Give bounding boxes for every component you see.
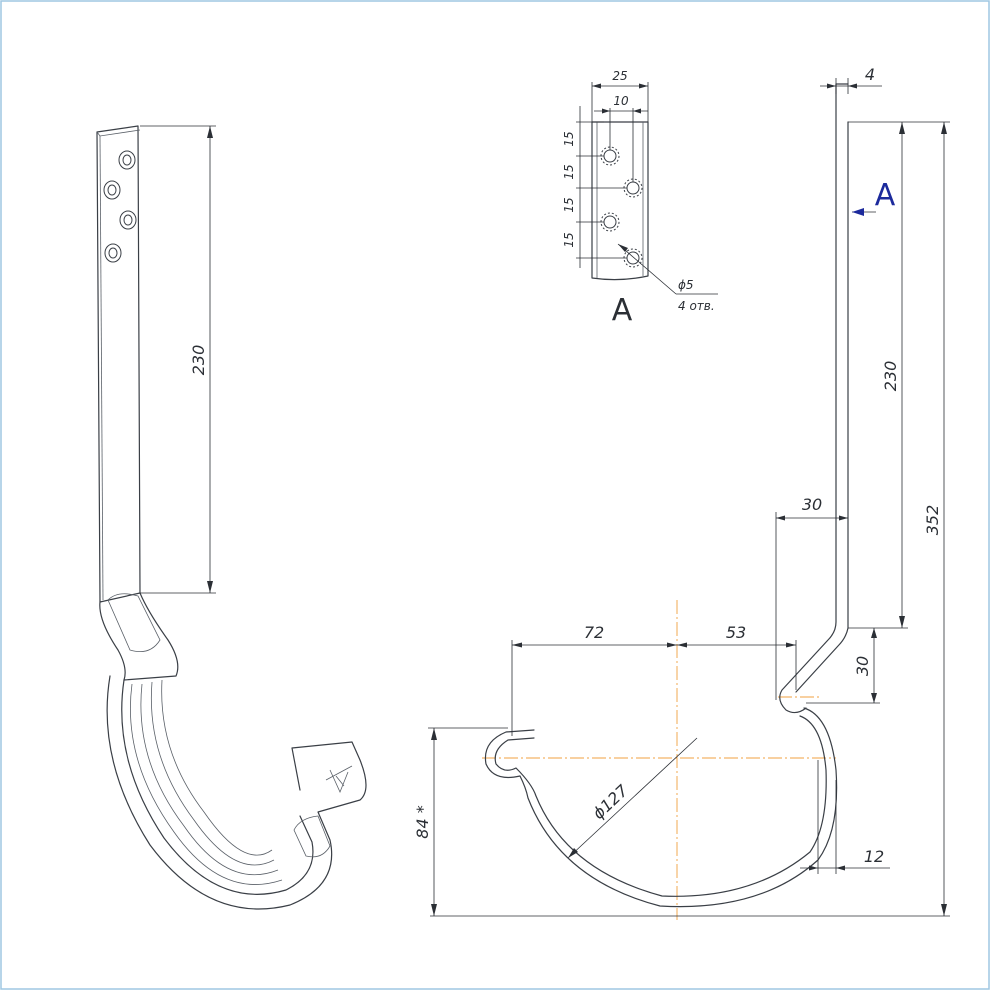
view-arrow-label: A: [875, 178, 896, 213]
arrow-head: [776, 515, 785, 521]
iso-hook-rib: [161, 679, 273, 856]
side-strap-outer: [779, 83, 837, 714]
detail-a-strap: [591, 121, 649, 281]
detail-a: 25 10 15 15 15 15 ϕ5 4 отв. A: [562, 69, 718, 328]
arrow-head: [899, 616, 905, 628]
iso-hook-inner: [121, 679, 314, 895]
detail-a-dim-10-label: 10: [613, 94, 629, 108]
detail-a-hole-diameter: ϕ5: [678, 278, 694, 292]
arrow-head: [207, 581, 213, 593]
arrow-head: [633, 108, 641, 114]
iso-hole-icon: [118, 150, 136, 170]
dim-30v-label: 30: [853, 656, 872, 676]
arrow-head: [871, 693, 877, 703]
iso-hole-icon: [119, 210, 137, 230]
arrow-head: [836, 865, 845, 871]
iso-dim-230-label: 230: [189, 345, 208, 376]
side-view: A 4 230 352 30 30: [413, 65, 950, 920]
iso-strap-side-edge: [99, 135, 104, 601]
arrow-head: [899, 122, 905, 134]
iso-view: [96, 125, 367, 910]
detail-a-hole-icon: [603, 215, 617, 229]
iso-hole-icon: [103, 180, 121, 200]
detail-a-leader: [617, 243, 677, 295]
side-strap-inner: [795, 121, 849, 693]
detail-a-dim-25-label: 25: [612, 69, 627, 83]
iso-hook-rib: [129, 683, 283, 885]
arrow-head: [941, 122, 947, 134]
dim-72-label: 72: [584, 623, 604, 642]
arrow-head: [941, 904, 947, 916]
dim-352-label: 352: [923, 505, 942, 536]
iso-dim-230: 230: [140, 125, 216, 594]
detail-a-hole-count: 4 отв.: [678, 299, 715, 313]
arrow-head: [871, 628, 877, 638]
arrow-head: [839, 515, 848, 521]
iso-hole-icon: [104, 243, 122, 263]
iso-bend: [99, 592, 179, 681]
side-cradle-inner: [494, 715, 827, 897]
arrow-head: [827, 83, 836, 89]
arrow-head: [602, 108, 610, 114]
iso-hook-rib: [150, 681, 275, 866]
arrow-head: [618, 244, 628, 252]
dim-12-label: 12: [864, 847, 884, 866]
dim-diameter-label: ϕ127: [589, 780, 633, 822]
arrow-head: [592, 83, 601, 89]
arrow-head: [431, 904, 437, 916]
arrow-head: [809, 865, 818, 871]
iso-hook-slot: [293, 815, 331, 858]
iso-hole-inner-icon: [108, 247, 118, 259]
dim-diameter-line: [567, 737, 698, 859]
iso-hole-inner-icon: [123, 214, 133, 226]
view-arrow-head: [852, 208, 864, 216]
iso-hole-inner-icon: [107, 184, 117, 196]
detail-a-pitch-label: 15: [562, 164, 576, 179]
detail-a-pitch-label: 15: [562, 232, 576, 247]
detail-a-hole-icon: [603, 149, 617, 163]
arrow-head: [848, 83, 857, 89]
iso-strap: [96, 125, 141, 603]
arrow-head: [667, 642, 677, 648]
dim-4-label: 4: [865, 65, 875, 84]
arrow-head: [512, 642, 522, 648]
detail-a-hole-icon: [626, 181, 640, 195]
iso-hook-outer: [106, 675, 367, 910]
iso-hole-inner-icon: [122, 154, 132, 166]
arrow-head: [207, 126, 213, 138]
arrow-head: [677, 642, 687, 648]
iso-hook-rib: [140, 683, 279, 876]
detail-a-view-label: A: [612, 293, 633, 328]
dim-84-label: 84 *: [413, 805, 432, 838]
side-cradle-outer: [484, 707, 838, 908]
arrow-head: [431, 728, 437, 740]
iso-holes: [103, 150, 137, 263]
arrow-head: [568, 848, 578, 858]
logo-icon: [325, 765, 353, 794]
arrow-head: [786, 642, 796, 648]
detail-a-pitch-label: 15: [562, 197, 576, 212]
iso-bend-slot: [107, 593, 161, 653]
detail-a-pitch-label: 15: [562, 131, 576, 146]
dim-230-label: 230: [881, 361, 900, 392]
arrow-head: [639, 83, 648, 89]
dim-30h-label: 30: [802, 495, 822, 514]
dim-53-label: 53: [726, 623, 746, 642]
